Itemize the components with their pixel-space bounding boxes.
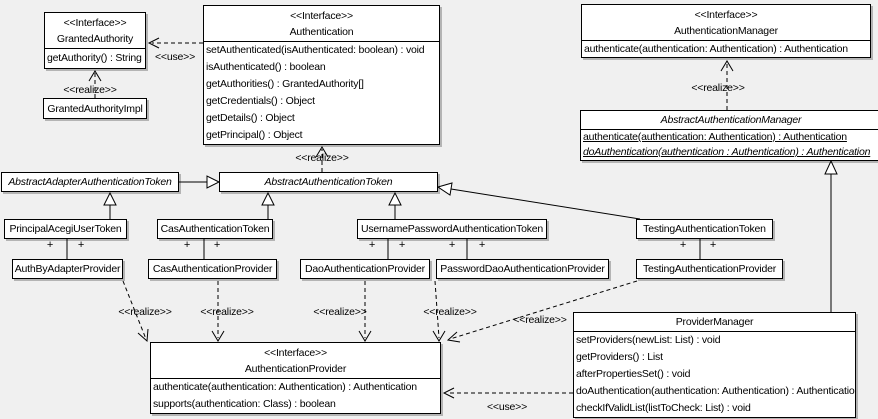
association-plus: + xyxy=(183,239,191,251)
class-name: TestingAuthenticationProvider xyxy=(642,263,777,275)
realize-label-authentication: <<realize>> xyxy=(295,152,349,164)
class-authentication-manager: <<Interface>> AuthenticationManager auth… xyxy=(581,4,871,58)
association-plus: + xyxy=(46,239,54,251)
stereotype: <<Interface>> xyxy=(290,10,353,22)
use-label-top: <<use>> xyxy=(154,51,196,63)
stereotype: <<Interface>> xyxy=(264,347,327,359)
association-lines xyxy=(66,239,701,259)
realize-label-password-dao-provider: <<realize>> xyxy=(423,306,477,318)
association-plus: + xyxy=(368,239,376,251)
class-authentication-provider: <<Interface>> AuthenticationProvider aut… xyxy=(150,342,441,414)
class-header: <<Interface>> AuthenticationProvider xyxy=(151,343,440,379)
method: authenticate(authentication: Authenticat… xyxy=(584,43,848,55)
class-dao-authentication-provider: DaoAuthenticationProvider xyxy=(300,259,430,279)
class-name: AuthenticationManager xyxy=(674,25,778,37)
method: setProviders(newList: List) : void xyxy=(576,334,721,346)
association-plus: + xyxy=(398,239,406,251)
arrowheads xyxy=(88,37,734,399)
class-header: AbstractAuthenticationManager xyxy=(581,111,878,130)
class-header: <<Interface>> GrantedAuthority xyxy=(45,13,145,49)
realize-label-granted-authority: <<realize>> xyxy=(63,84,117,96)
realize-label-testing-provider: <<realize>> xyxy=(513,314,567,326)
class-name: CasAuthenticationProvider xyxy=(152,263,273,275)
class-cas-authentication-provider: CasAuthenticationProvider xyxy=(148,259,277,279)
class-name: AbstractAuthenticationManager xyxy=(660,114,802,126)
realize-label-authentication-manager: <<realize>> xyxy=(691,82,745,94)
class-name: AuthenticationProvider xyxy=(244,363,347,375)
class-granted-authority: <<Interface>> GrantedAuthority getAuthor… xyxy=(44,12,146,69)
class-name: AbstractAuthenticationToken xyxy=(264,176,393,188)
method: getPrincipal() : Object xyxy=(206,129,303,141)
method: authenticate(authentication: Authenticat… xyxy=(153,381,417,393)
class-password-dao-authentication-provider: PasswordDaoAuthenticationProvider xyxy=(436,259,609,279)
use-label-bottom: <<use>> xyxy=(486,401,528,413)
class-name: TestingAuthenticationToken xyxy=(643,223,766,235)
method: afterPropertiesSet() : void xyxy=(576,368,691,380)
realize-label-dao-provider: <<realize>> xyxy=(313,306,367,318)
class-name: Authentication xyxy=(289,26,354,38)
class-auth-by-adapter-provider: AuthByAdapterProvider xyxy=(12,259,123,279)
method: doAuthentication(authentication : Authen… xyxy=(583,146,871,158)
method: getCredentials() : Object xyxy=(206,95,315,107)
association-plus: + xyxy=(448,239,456,251)
class-header: <<Interface>> AuthenticationManager xyxy=(582,5,870,41)
dashed-lines xyxy=(94,42,728,394)
class-header: <<Interface>> Authentication xyxy=(204,6,439,42)
class-name: ProviderManager xyxy=(675,316,754,328)
method: setAuthenticated(isAuthenticated: boolea… xyxy=(206,44,425,56)
realize-label-auth-by-adapter: <<realize>> xyxy=(118,306,172,318)
class-name: GrantedAuthority xyxy=(56,33,134,45)
class-header: ProviderManager xyxy=(574,313,855,332)
method: isAuthenticated() : boolean xyxy=(206,61,326,73)
class-name: DaoAuthenticationProvider xyxy=(305,263,425,275)
method: getAuthorities() : GrantedAuthority[] xyxy=(206,78,364,90)
stereotype: <<Interface>> xyxy=(63,17,127,29)
method: getProviders() : List xyxy=(576,351,663,363)
generalization-lines xyxy=(103,159,838,312)
class-name: AbstractAdapterAuthenticationToken xyxy=(8,176,172,188)
class-testing-authentication-token: TestingAuthenticationToken xyxy=(636,219,773,239)
class-name: UsernamePasswordAuthenticationToken xyxy=(360,223,544,235)
association-plus: + xyxy=(709,239,717,251)
method: getDetails() : Object xyxy=(206,112,295,124)
class-username-password-authentication-token: UsernamePasswordAuthenticationToken xyxy=(357,219,547,239)
class-abstract-authentication-token: AbstractAuthenticationToken xyxy=(219,172,438,192)
association-plus: + xyxy=(213,239,221,251)
class-granted-authority-impl: GrantedAuthorityImpl xyxy=(43,98,147,119)
class-principal-acegi-user-token: PrincipalAcegiUserToken xyxy=(4,219,127,239)
class-testing-authentication-provider: TestingAuthenticationProvider xyxy=(636,259,783,279)
class-abstract-adapter-authentication-token: AbstractAdapterAuthenticationToken xyxy=(1,172,179,192)
association-plus: + xyxy=(478,239,486,251)
class-cas-authentication-token: CasAuthenticationToken xyxy=(157,219,273,239)
method: checkIfValidList(listToCheck: List) : vo… xyxy=(576,402,751,414)
association-plus: + xyxy=(679,239,687,251)
method: getAuthority() : String xyxy=(47,52,142,64)
realize-label-cas-provider: <<realize>> xyxy=(200,306,254,318)
method: supports(authentication: Class) : boolea… xyxy=(153,398,336,410)
method: doAuthentication(authentication: Authent… xyxy=(576,385,855,397)
stereotype: <<Interface>> xyxy=(694,9,758,21)
class-provider-manager: ProviderManager setProviders(newList: Li… xyxy=(573,312,856,418)
class-name: PasswordDaoAuthenticationProvider xyxy=(440,263,605,275)
class-name: AuthByAdapterProvider xyxy=(14,263,121,275)
class-name: CasAuthenticationToken xyxy=(160,223,270,235)
class-name: PrincipalAcegiUserToken xyxy=(9,223,122,235)
method: authenticate(authentication: Authenticat… xyxy=(583,131,847,143)
class-authentication: <<Interface>> Authentication setAuthenti… xyxy=(203,5,440,145)
association-plus: + xyxy=(77,239,85,251)
class-name: GrantedAuthorityImpl xyxy=(47,102,143,115)
class-abstract-authentication-manager: AbstractAuthenticationManager authentica… xyxy=(580,110,878,161)
